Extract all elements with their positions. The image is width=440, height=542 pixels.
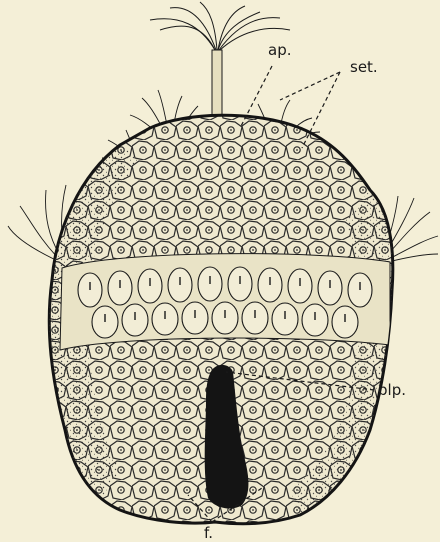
label-blp: blp. [378, 381, 406, 399]
label-set: set. [350, 58, 378, 76]
label-f: f. [204, 524, 213, 542]
label-ap: ap. [268, 41, 291, 59]
larva-body [49, 115, 393, 524]
